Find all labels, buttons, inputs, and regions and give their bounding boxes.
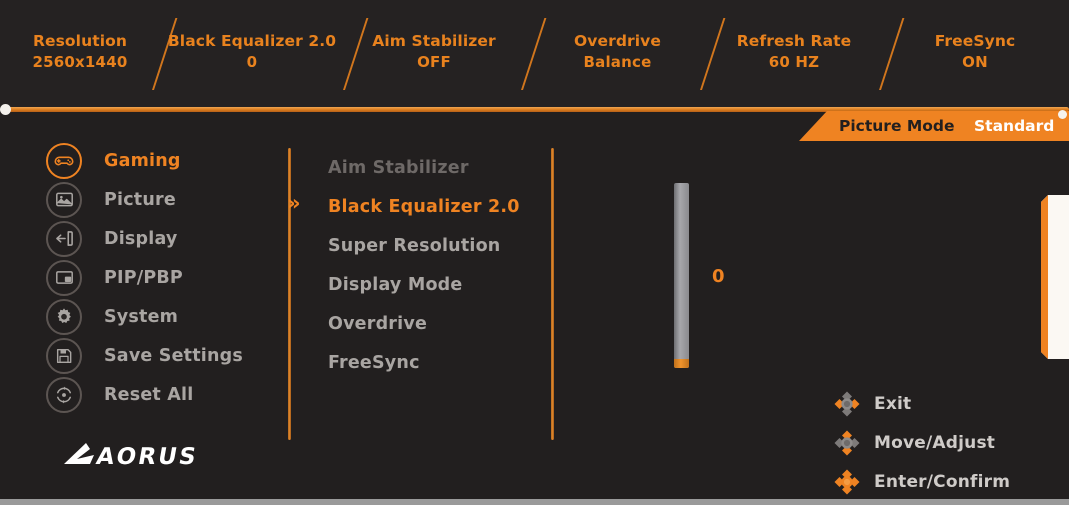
submenu-item-aim-stabilizer[interactable]: Aim Stabilizer xyxy=(328,157,469,178)
submenu-item-overdrive[interactable]: Overdrive xyxy=(328,313,428,334)
reset-icon xyxy=(46,376,82,413)
picture-mode-dot xyxy=(1058,110,1067,119)
submenu-item-freesync[interactable]: FreeSync xyxy=(328,352,420,373)
bottom-strip xyxy=(0,499,1069,505)
status-label: Aim Stabilizer xyxy=(372,32,496,50)
status-item-black-equalizer: Black Equalizer 2.0 0 xyxy=(162,30,342,74)
status-item-aim-stabilizer: Aim Stabilizer OFF xyxy=(354,30,514,74)
nav-hint-label: Enter/Confirm xyxy=(874,471,1011,492)
status-item-overdrive: Overdrive Balance xyxy=(540,30,695,74)
sidebar-item-pip-pbp[interactable]: PIP/PBP xyxy=(46,258,276,297)
pip-icon xyxy=(46,259,82,296)
status-value: OFF xyxy=(417,53,451,72)
nav-hint-exit: Exit xyxy=(832,384,1010,423)
status-value: 0 xyxy=(246,53,258,72)
status-value: ON xyxy=(962,53,988,72)
slider-fill xyxy=(674,359,689,368)
picture-mode-label: Picture Mode xyxy=(839,117,955,135)
input-icon xyxy=(46,220,82,257)
nav-hint-label: Move/Adjust xyxy=(874,432,996,453)
right-edge-panel xyxy=(1041,195,1069,359)
submenu-item-black-equalizer[interactable]: Black Equalizer 2.0 xyxy=(328,196,520,217)
sidebar-item-save-settings[interactable]: Save Settings xyxy=(46,336,276,375)
picture-mode-banner[interactable]: Picture Mode Standard xyxy=(799,111,1069,141)
status-bar-underline xyxy=(6,107,1069,112)
column-divider-1 xyxy=(288,148,291,440)
sidebar-item-display[interactable]: Display xyxy=(46,219,276,258)
slider-track[interactable] xyxy=(674,183,689,368)
sidebar-item-label: Save Settings xyxy=(104,345,243,366)
submenu-item-super-resolution[interactable]: Super Resolution xyxy=(328,235,501,256)
sidebar-item-label: System xyxy=(104,306,179,327)
navigation-hints: Exit Move/Adjust xyxy=(832,384,1010,501)
sidebar-item-label: Reset All xyxy=(104,384,194,405)
chevron-right-icon: » xyxy=(287,191,300,215)
sidebar-item-system[interactable]: System xyxy=(46,297,276,336)
floppy-icon xyxy=(46,337,82,374)
status-value: 2560x1440 xyxy=(32,53,128,72)
status-item-freesync: FreeSync ON xyxy=(895,30,1055,74)
status-label: Refresh Rate xyxy=(736,32,852,50)
status-item-refresh-rate: Refresh Rate 60 HZ xyxy=(714,30,874,74)
status-value: Balance xyxy=(583,53,652,72)
sidebar-item-label: PIP/PBP xyxy=(104,267,183,288)
sidebar: Gaming Picture xyxy=(0,141,280,441)
nav-hint-enter-confirm: Enter/Confirm xyxy=(832,462,1010,501)
picture-mode-value: Standard xyxy=(974,117,1055,135)
sidebar-item-label: Display xyxy=(104,228,178,249)
aorus-logo-text: AORUS xyxy=(94,443,200,470)
status-label: Overdrive xyxy=(573,32,661,50)
column-divider-2 xyxy=(551,148,554,440)
gamepad-icon xyxy=(46,142,82,179)
image-icon xyxy=(46,181,82,218)
submenu-item-display-mode[interactable]: Display Mode xyxy=(328,274,463,295)
sidebar-item-label: Picture xyxy=(104,189,176,210)
sidebar-item-label: Gaming xyxy=(104,150,181,171)
dpad-horizontal-icon xyxy=(832,389,862,419)
status-label: FreeSync xyxy=(934,32,1016,50)
slider-value: 0 xyxy=(712,266,725,287)
nav-hint-move-adjust: Move/Adjust xyxy=(832,423,1010,462)
dpad-center-icon xyxy=(832,467,862,497)
status-value: 60 HZ xyxy=(768,53,820,72)
gear-icon xyxy=(46,298,82,335)
dpad-vertical-icon xyxy=(832,428,862,458)
sidebar-item-gaming[interactable]: Gaming xyxy=(46,141,276,180)
sidebar-item-picture[interactable]: Picture xyxy=(46,180,276,219)
black-equalizer-slider[interactable] xyxy=(674,183,689,368)
status-item-resolution: Resolution 2560x1440 xyxy=(0,30,160,74)
submenu-list: Aim Stabilizer Black Equalizer 2.0 Super… xyxy=(328,148,538,382)
status-label: Resolution xyxy=(32,32,128,50)
status-bar-underline-cap xyxy=(0,104,11,115)
nav-hint-label: Exit xyxy=(874,393,912,414)
status-bar: Resolution 2560x1440 Black Equalizer 2.0… xyxy=(0,0,1069,110)
sidebar-item-reset-all[interactable]: Reset All xyxy=(46,375,276,414)
status-label: Black Equalizer 2.0 xyxy=(167,32,337,50)
aorus-logo: AORUS xyxy=(60,437,235,477)
